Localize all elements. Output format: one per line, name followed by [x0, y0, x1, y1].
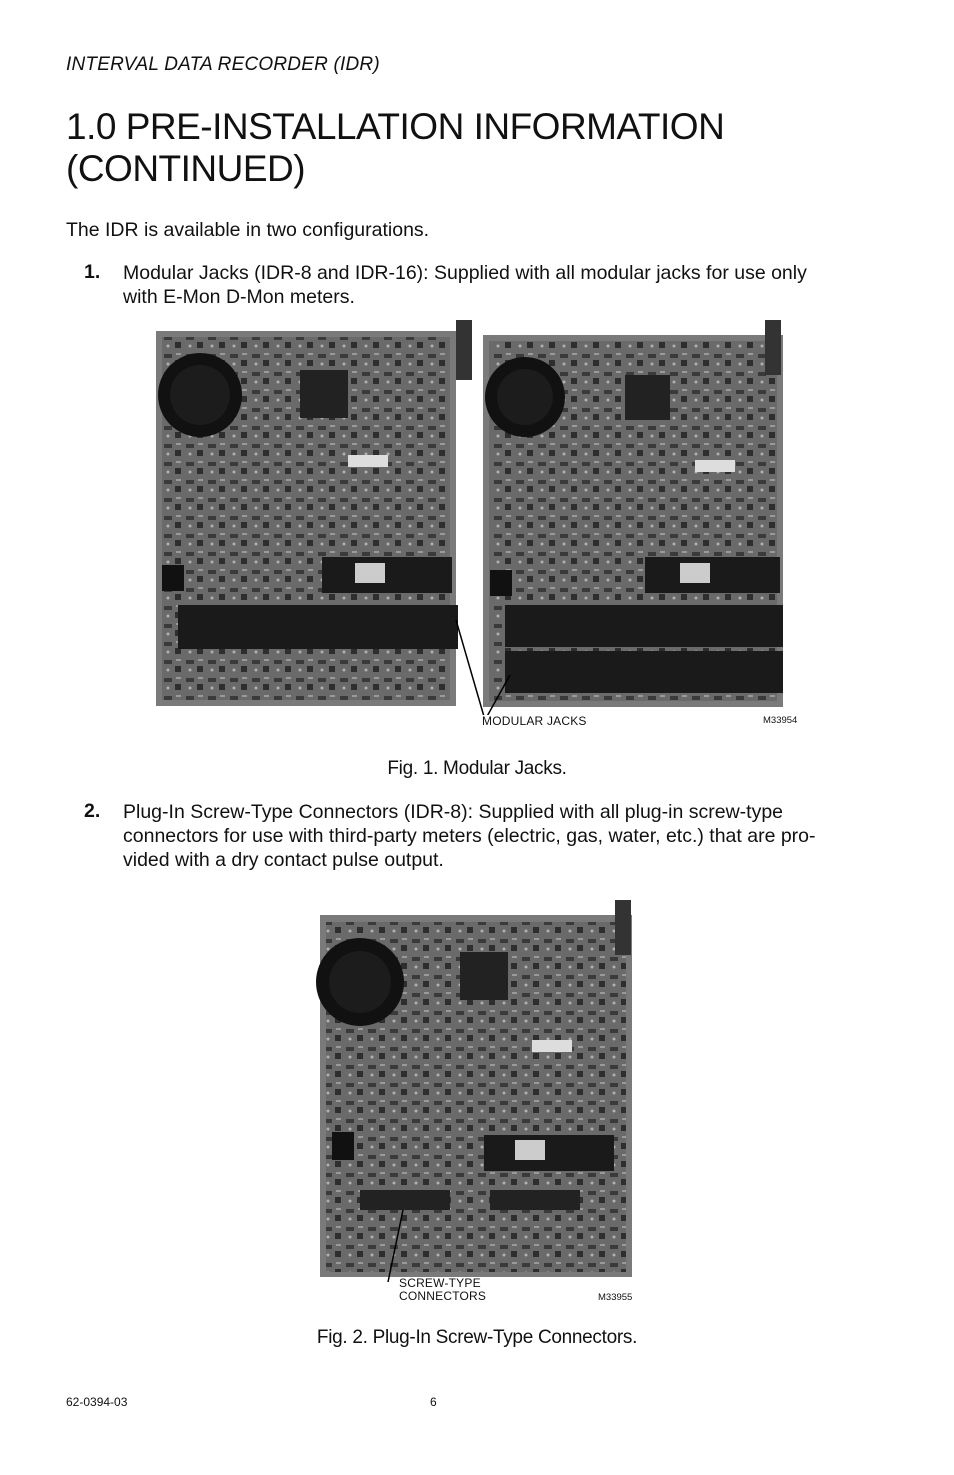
figure-2-caption: Fig. 2. Plug-In Screw-Type Connectors. [316, 1327, 638, 1348]
document-number: 62-0394-03 [66, 1395, 128, 1409]
figure-2-code: M33955 [598, 1292, 633, 1303]
figure-2-callout: SCREW-TYPE CONNECTORS [399, 1277, 486, 1303]
item-2-line2: connectors for use with third-party mete… [123, 825, 816, 847]
figure-1-photo [156, 320, 783, 715]
board-idr-16 [483, 320, 783, 707]
figure-2-callout-line2: CONNECTORS [399, 1289, 487, 1303]
item-1-line2: with E-Mon D-Mon meters. [123, 286, 355, 308]
figure-1-code: M33954 [763, 715, 798, 726]
section-title: 1.0 PRE-INSTALLATION INFORMATION (CONTIN… [66, 106, 886, 190]
figure-1-callout: MODULAR JACKS [482, 714, 587, 728]
board-idr-8 [156, 320, 472, 706]
item-2-line1: Plug-In Screw-Type Connectors (IDR-8): S… [123, 801, 784, 823]
section-title-line1: 1.0 PRE-INSTALLATION INFORMATION [66, 106, 725, 147]
item-1-text: Modular Jacks (IDR-8 and IDR-16): Suppli… [123, 261, 913, 309]
page-number: 6 [430, 1395, 437, 1409]
figure-1-caption: Fig. 1. Modular Jacks. [387, 758, 567, 779]
section-title-line2: (CONTINUED) [66, 148, 306, 189]
item-2-line3: vided with a dry contact pulse output. [123, 849, 444, 871]
item-1-number: 1. [84, 261, 101, 283]
running-header: INTERVAL DATA RECORDER (IDR) [66, 54, 380, 75]
item-2-text: Plug-In Screw-Type Connectors (IDR-8): S… [123, 800, 913, 872]
item-2-number: 2. [84, 800, 101, 822]
item-1-line1: Modular Jacks (IDR-8 and IDR-16): Suppli… [123, 262, 807, 284]
intro-paragraph: The IDR is available in two configuratio… [66, 219, 430, 241]
figure-2-photo [316, 900, 632, 1283]
board-screw-type [316, 900, 632, 1277]
figure-2-callout-line1: SCREW-TYPE [399, 1276, 481, 1290]
